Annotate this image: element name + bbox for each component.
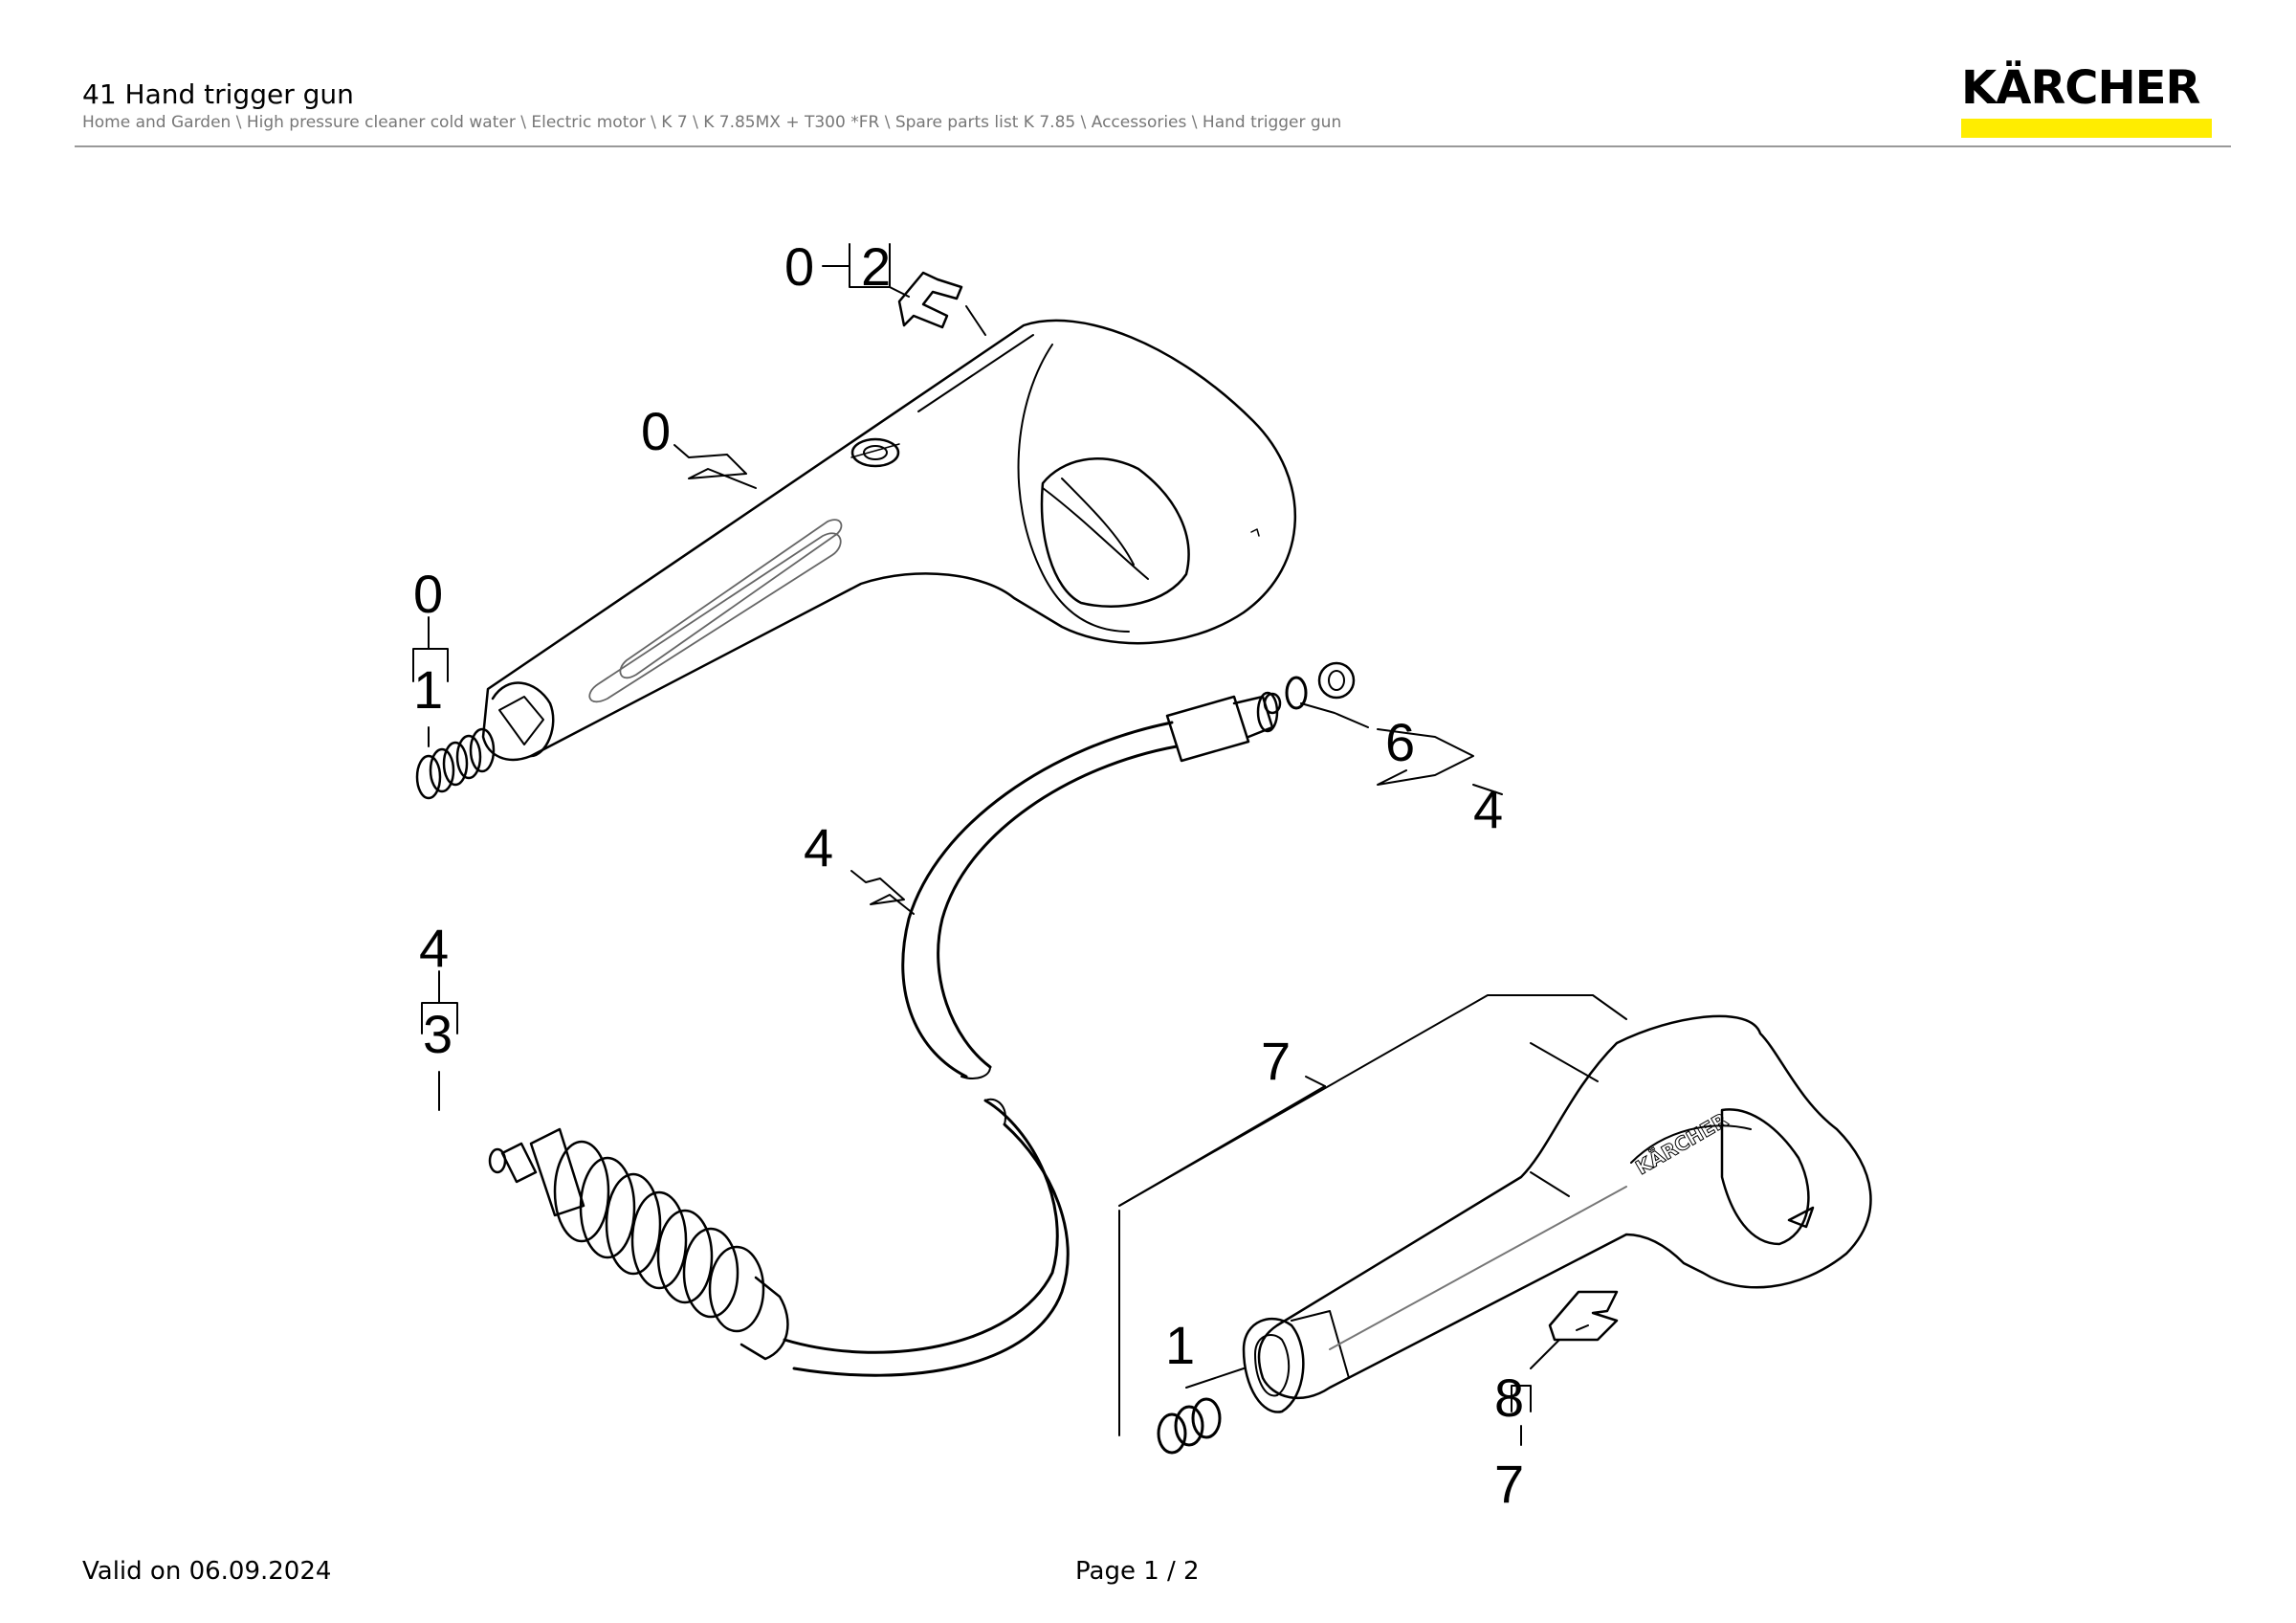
callout-body-ref: 0 <box>641 401 671 461</box>
hose <box>783 691 1282 1377</box>
kaercher-logo: KÄRCHER <box>1961 61 2212 138</box>
o-ring-and-washer <box>1285 661 1356 710</box>
page-title: 41 Hand trigger gun <box>82 78 354 110</box>
callout-clip-ref: 0 <box>784 236 814 297</box>
gun-body-upper <box>481 319 1297 762</box>
callout-gun-num: 7 <box>1261 1031 1291 1091</box>
gun-brand-label: KÄRCHER <box>1632 1108 1733 1179</box>
callout-clip2-num: 8 <box>1494 1367 1524 1428</box>
callout-clip-num: 2 <box>861 236 891 297</box>
callout-ring-ref: 4 <box>1473 779 1503 839</box>
logo-text: KÄRCHER <box>1961 61 2200 115</box>
spring-left <box>415 727 496 800</box>
callout-hose-ref: 4 <box>804 817 833 878</box>
callout-leaders <box>412 243 1627 1446</box>
gun-body-lower <box>1242 1014 1872 1413</box>
header-divider <box>75 145 2231 147</box>
breadcrumb: Home and Garden \ High pressure cleaner … <box>82 113 1342 132</box>
callout-spring-ref: 0 <box>413 564 443 624</box>
logo-yellow-bar <box>1961 119 2212 138</box>
clip-lower <box>1548 1290 1619 1342</box>
valid-date: Valid on 06.09.2024 <box>82 1557 332 1586</box>
page-number: Page 1 / 2 <box>1075 1557 1200 1586</box>
callout-nozzle-ref: 4 <box>419 918 449 978</box>
callout-ring-num: 6 <box>1385 712 1415 772</box>
callout-spring2-num: 1 <box>1165 1315 1195 1375</box>
clip-part <box>897 271 963 329</box>
nozzle-bellows <box>488 1127 789 1361</box>
callout-nozzle-num: 3 <box>423 1004 453 1064</box>
spring-lower <box>1157 1397 1222 1455</box>
callout-spring-num: 1 <box>413 659 443 720</box>
callout-clip2-ref: 7 <box>1494 1454 1524 1514</box>
